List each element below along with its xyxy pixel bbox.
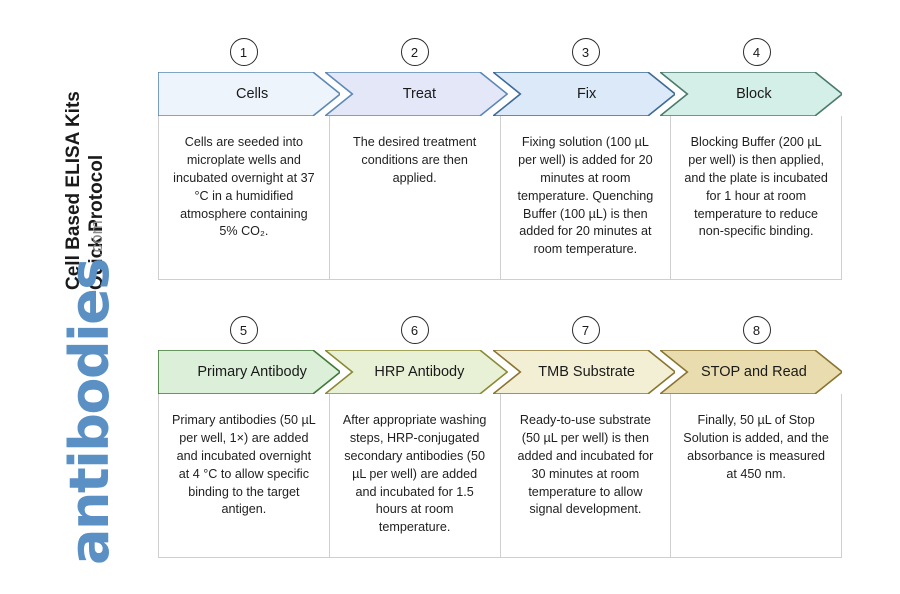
step-number-cell: 3 — [500, 32, 671, 72]
brand-tld: .com — [87, 220, 107, 258]
step-number-badge: 3 — [571, 38, 600, 66]
chevron-step-1[interactable]: Cells — [158, 72, 341, 116]
chevron-shape — [325, 350, 508, 394]
chevron-shape — [659, 72, 842, 116]
chevron-label: Primary Antibody — [197, 364, 307, 380]
chevron-label: Cells — [236, 86, 269, 102]
chevron-band-row-1: Cells Treat Fix Block — [158, 72, 842, 116]
description-band-row-1: Cells are seeded into microplate wells a… — [158, 116, 842, 280]
chevron-label: HRP Antibody — [374, 364, 465, 380]
step-number-badge: 4 — [742, 38, 771, 66]
step-description-2: The desired treatment conditions are the… — [330, 116, 501, 279]
step-description-4: Blocking Buffer (200 µL per well) is the… — [684, 135, 828, 239]
description-band-row-2: Primary antibodies (50 µL per well, 1×) … — [158, 394, 842, 558]
step-number-badge: 1 — [229, 38, 258, 66]
chevron-shape — [158, 350, 341, 394]
step-number-badge: 5 — [229, 316, 258, 344]
brand-name: antibodies — [58, 259, 121, 565]
step-number-cell: 6 — [329, 310, 500, 350]
chevron-label: Treat — [402, 86, 437, 102]
step-numbers-row-2: 5 6 7 8 — [158, 310, 842, 350]
chevron-label: TMB Substrate — [538, 364, 635, 380]
brand-logo: antibodies .com — [58, 220, 121, 565]
chevron-step-6[interactable]: HRP Antibody — [325, 350, 508, 394]
step-number-badge: 7 — [571, 316, 600, 344]
chevron-shape — [492, 72, 675, 116]
chevron-label: Fix — [576, 86, 597, 102]
step-description-5: Primary antibodies (50 µL per well, 1×) … — [159, 394, 330, 557]
step-number-badge: 8 — [742, 316, 771, 344]
chevron-band-row-2: Primary Antibody HRP Antibody TMB Substr… — [158, 350, 842, 394]
step-number-cell: 1 — [158, 32, 329, 72]
protocol-row-1: 1 2 3 4 Cells Treat Fix Block Cells are see… — [158, 32, 842, 280]
chevron-shape — [325, 72, 508, 116]
chevron-step-7[interactable]: TMB Substrate — [492, 350, 675, 394]
step-description-7: Ready-to-use substrate (50 µL per well) … — [501, 394, 672, 557]
chevron-shape — [158, 72, 341, 116]
step-number-cell: 7 — [500, 310, 671, 350]
step-numbers-row-1: 1 2 3 4 — [158, 32, 842, 72]
chevron-label: STOP and Read — [700, 364, 807, 380]
chevron-step-8[interactable]: STOP and Read — [659, 350, 842, 394]
step-number-badge: 2 — [400, 38, 429, 66]
chevron-step-3[interactable]: Fix — [492, 72, 675, 116]
step-description-8: Finally, 50 µL of Stop Solution is added… — [683, 413, 829, 481]
step-number-cell: 2 — [329, 32, 500, 72]
chevron-label: Block — [736, 86, 772, 102]
step-number-cell: 8 — [671, 310, 842, 350]
chevron-shape — [492, 350, 675, 394]
step-number-badge: 6 — [400, 316, 429, 344]
step-description-1: Cells are seeded into microplate wells a… — [159, 116, 330, 279]
chevron-step-4[interactable]: Block — [659, 72, 842, 116]
step-description-6: After appropriate washing steps, HRP-con… — [330, 394, 501, 557]
step-description-3: Fixing solution (100 µL per well) is add… — [501, 116, 672, 279]
chevron-step-2[interactable]: Treat — [325, 72, 508, 116]
protocol-row-2: 5 6 7 8 Primary Antibody HRP Antibody TMB S… — [158, 310, 842, 558]
chevron-shape — [659, 350, 842, 394]
step-number-cell: 5 — [158, 310, 329, 350]
left-rail: Cell Based ELISA Kits Quick Protocol ant… — [0, 0, 150, 594]
step-number-cell: 4 — [671, 32, 842, 72]
chevron-step-5[interactable]: Primary Antibody — [158, 350, 341, 394]
